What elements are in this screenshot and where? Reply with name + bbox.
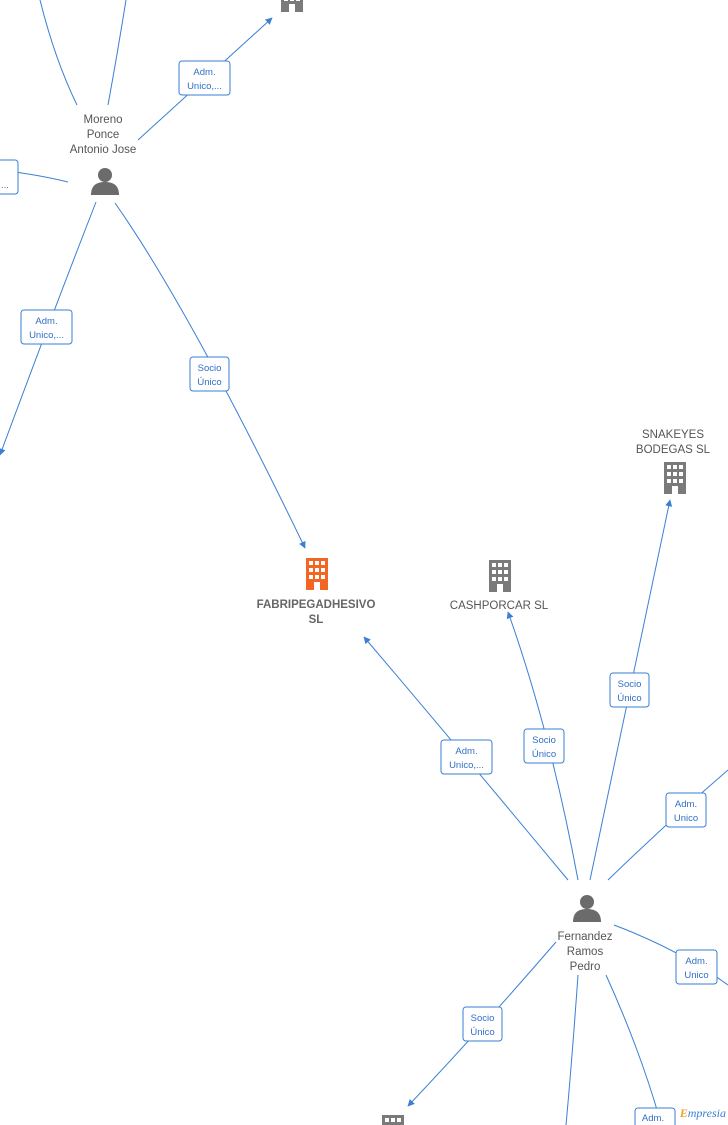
svg-text:SL: SL: [309, 614, 324, 626]
node-snakeyes[interactable]: SNAKEYES BODEGAS SL: [636, 429, 711, 494]
svg-text:Pedro: Pedro: [570, 961, 601, 973]
svg-text:Adm.: Adm.: [193, 67, 215, 78]
edge-label-fern-snake[interactable]: Socio Único: [609, 672, 650, 708]
edge-fern-down: [565, 974, 579, 1125]
building-icon: [664, 462, 686, 494]
edge-label-left-mid[interactable]: Adm. Unico,...: [20, 309, 73, 345]
building-icon: [489, 560, 511, 592]
empresia-logo: Empresia: [679, 1106, 726, 1120]
edge-fern-downright: [605, 974, 661, 1121]
edge-moreno-fabri: [114, 202, 306, 549]
node-company-bottom[interactable]: [382, 1115, 404, 1125]
svg-text:Unico: Unico: [674, 813, 698, 824]
svg-text:Adm.: Adm.: [642, 1113, 664, 1124]
svg-text:Moreno: Moreno: [84, 114, 123, 126]
svg-text:Único: Único: [470, 1027, 494, 1038]
svg-text:Socio: Socio: [532, 735, 556, 746]
svg-text:Unico,...: Unico,...: [449, 760, 484, 771]
svg-text:Único: Único: [197, 377, 221, 388]
svg-text:Adm.: Adm.: [675, 799, 697, 810]
svg-text:Socio: Socio: [618, 679, 642, 690]
edge-label-top-right[interactable]: Adm. Unico,...: [178, 60, 231, 96]
edge-label-fern-cash[interactable]: Socio Único: [523, 728, 565, 764]
edge-label-fern-fabri[interactable]: Adm. Unico,...: [440, 739, 493, 775]
edge-moreno-top-b: [107, 0, 127, 106]
edge-label-fern-bottom[interactable]: Socio Único: [462, 1006, 503, 1042]
building-icon: [306, 558, 328, 590]
edge-label-moreno-fabri[interactable]: Socio Único: [189, 356, 230, 392]
node-fabripegadhesivo[interactable]: FABRIPEGADHESIVO SL: [257, 558, 376, 626]
edge-label-fern-right1[interactable]: Adm. Unico: [665, 792, 707, 828]
svg-text:Adm.: Adm.: [455, 746, 477, 757]
node-fernandez[interactable]: Fernandez Ramos Pedro: [558, 895, 613, 973]
svg-text:Socio: Socio: [471, 1013, 495, 1024]
edge-label-fern-right2[interactable]: Adm. Unico: [675, 949, 718, 985]
svg-text:Fernandez: Fernandez: [558, 931, 613, 943]
svg-text:SNAKEYES: SNAKEYES: [642, 429, 704, 441]
svg-text:Ramos: Ramos: [567, 946, 604, 958]
svg-text:Socio: Socio: [198, 363, 222, 374]
person-icon: [91, 168, 119, 195]
svg-text:FABRIPEGADHESIVO: FABRIPEGADHESIVO: [257, 599, 376, 611]
svg-text:Adm.: Adm.: [685, 956, 707, 967]
svg-text:Unico,...: Unico,...: [187, 81, 222, 92]
svg-text:Único: Único: [617, 693, 641, 704]
svg-text:CASHPORCAR SL: CASHPORCAR SL: [450, 600, 549, 612]
svg-text:Adm.: Adm.: [35, 316, 57, 327]
node-company-top[interactable]: [281, 0, 303, 12]
node-moreno[interactable]: Moreno Ponce Antonio Jose: [70, 114, 137, 195]
svg-text:...: ...: [1, 180, 9, 191]
edge-label-fern-bottom-right[interactable]: Adm.: [634, 1107, 676, 1125]
edge-moreno-top-a: [39, 0, 78, 106]
node-cashporcar[interactable]: CASHPORCAR SL: [450, 560, 549, 612]
svg-text:Unico,...: Unico,...: [29, 330, 64, 341]
svg-text:Unico: Unico: [684, 970, 708, 981]
person-icon: [573, 895, 601, 922]
edge-label-left-partial[interactable]: ...: [0, 159, 19, 195]
svg-text:Ponce: Ponce: [87, 129, 120, 141]
svg-text:BODEGAS SL: BODEGAS SL: [636, 444, 711, 456]
svg-text:Único: Único: [532, 749, 556, 760]
svg-text:Antonio Jose: Antonio Jose: [70, 144, 137, 156]
